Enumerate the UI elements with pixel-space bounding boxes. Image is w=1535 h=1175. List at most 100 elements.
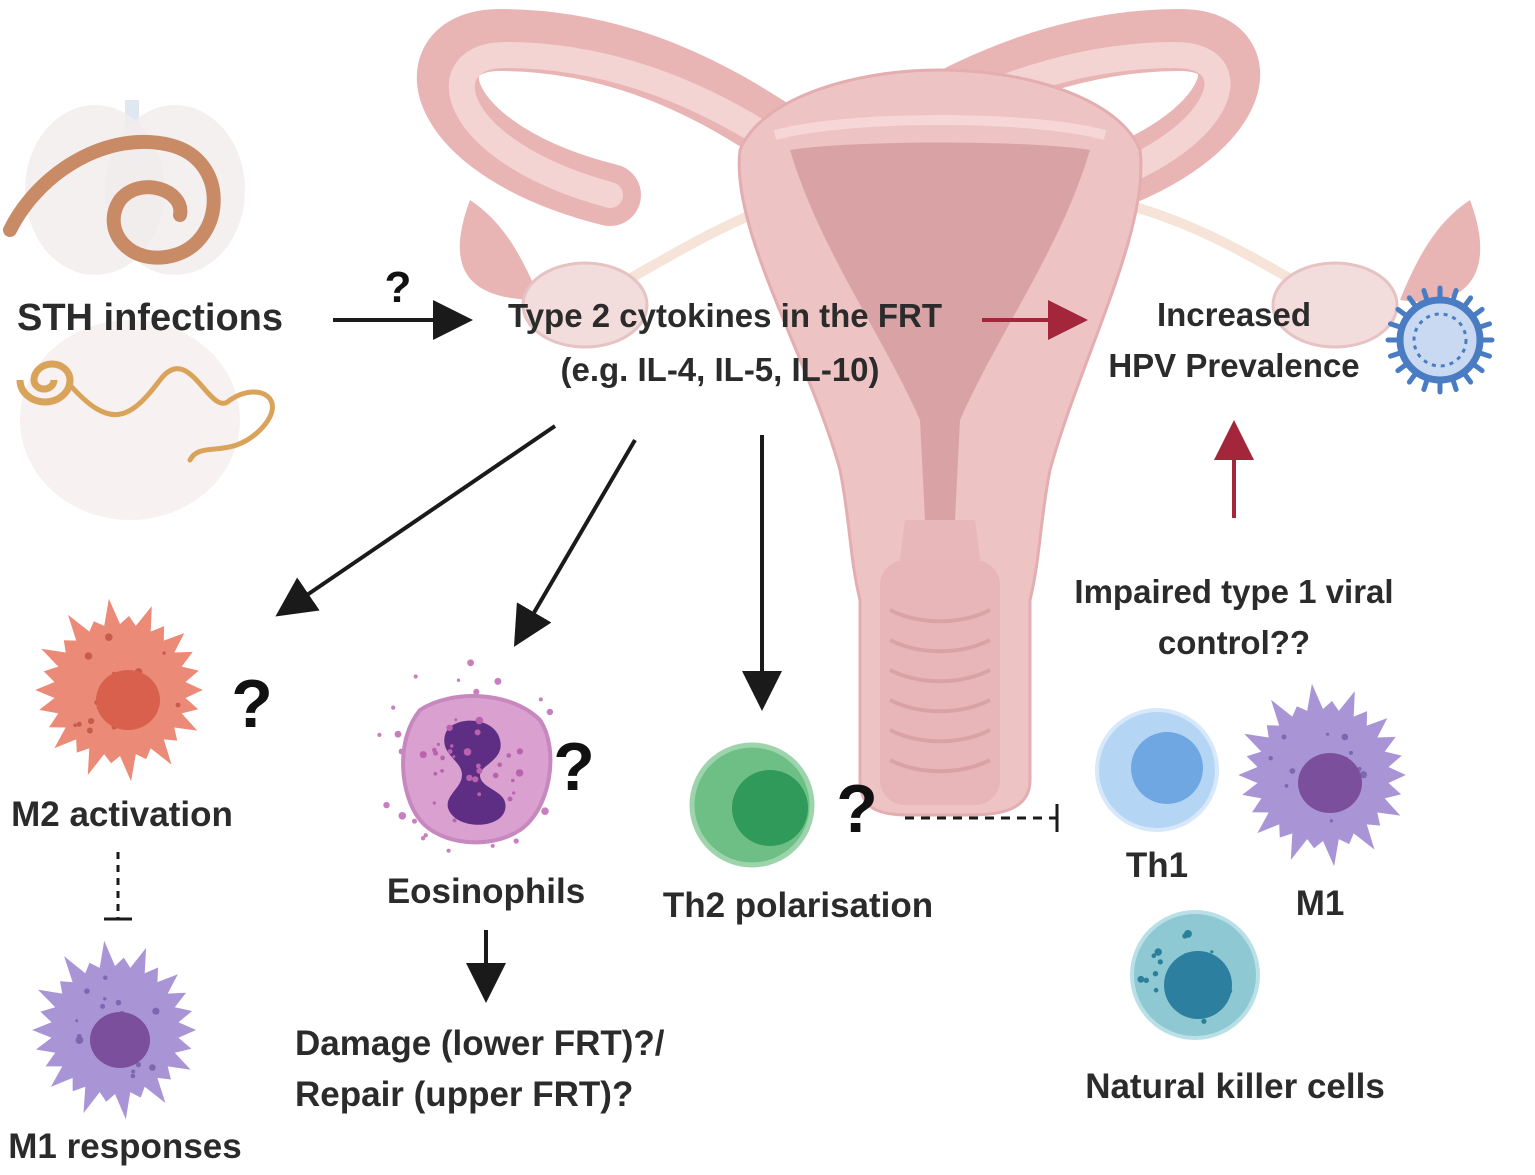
- granule-dot: [88, 718, 95, 725]
- granule-dot: [131, 1069, 136, 1074]
- granule-dot: [152, 1007, 160, 1015]
- granule-dot: [446, 724, 453, 731]
- granule-dot: [419, 751, 427, 759]
- granule-dot: [494, 677, 502, 685]
- hpv-virus-icon: [1385, 285, 1495, 395]
- granule-dot: [1281, 734, 1287, 740]
- granule-dot: [490, 843, 495, 848]
- granule-dot: [475, 716, 484, 725]
- granule-dot: [473, 688, 480, 696]
- granule-dot: [436, 742, 440, 747]
- sth-arrow-question-mark: ?: [385, 263, 412, 312]
- granule-dot: [1201, 1018, 1207, 1024]
- granule-dot: [1289, 768, 1296, 774]
- granule-dot: [1137, 975, 1145, 983]
- granule-dot: [75, 1019, 79, 1023]
- granule-dot: [1182, 933, 1188, 939]
- granule-dot: [1329, 819, 1333, 823]
- granule-dot: [456, 678, 461, 682]
- granule-dot: [1153, 987, 1159, 993]
- granule-dot: [1326, 732, 1330, 736]
- granule-dot: [477, 792, 482, 797]
- granule-dot: [391, 705, 396, 710]
- granule-dot: [75, 1036, 84, 1044]
- granule-dot: [472, 776, 479, 783]
- granule-dot: [420, 836, 426, 841]
- granule-dot: [450, 744, 454, 748]
- type2-cytokines-title: Type 2 cytokines in the FRT: [508, 297, 942, 334]
- granule-dot: [452, 755, 456, 759]
- damage-repair-line1: Damage (lower FRT)?/: [295, 1024, 665, 1063]
- sth-infections-label: STH infections: [17, 297, 283, 339]
- m1-macrophage-icon-right: [1238, 683, 1406, 867]
- granule-dot: [103, 997, 107, 1001]
- granule-dot: [1154, 948, 1162, 956]
- granule-dot: [512, 791, 516, 795]
- granule-dot: [1151, 953, 1157, 958]
- type2-cytokines-examples: (e.g. IL-4, IL-5, IL-10): [560, 351, 879, 388]
- granule-dot: [440, 769, 444, 773]
- eosinophils-label: Eosinophils: [387, 872, 585, 911]
- granule-dot: [394, 730, 402, 738]
- granule-dot: [446, 848, 451, 853]
- granule-dot: [1341, 733, 1349, 741]
- granule-dot: [492, 772, 499, 779]
- arrow-cytokines-to-m2: [275, 424, 557, 617]
- m2-question-mark: ?: [231, 666, 273, 742]
- granule-dot: [432, 801, 436, 805]
- granule-dot: [497, 762, 503, 768]
- granule-dot: [105, 633, 113, 641]
- th1-label: Th1: [1126, 846, 1188, 885]
- granule-dot: [1268, 756, 1273, 761]
- granule-dot: [463, 748, 472, 756]
- uterus-illustration: [417, 8, 1481, 817]
- granule-dot: [474, 729, 481, 736]
- granule-dot: [515, 769, 524, 777]
- arrows: [104, 300, 1254, 1003]
- granule-dot: [103, 975, 108, 980]
- granule-dot: [175, 702, 181, 708]
- th2-polarisation-label: Th2 polarisation: [663, 886, 933, 925]
- nk-cells-label: Natural killer cells: [1085, 1067, 1385, 1106]
- impaired-control-line1: Impaired type 1 viral: [1074, 573, 1393, 610]
- m2-macrophage-icon: [35, 598, 203, 782]
- m1-responses-label: M1 responses: [8, 1127, 241, 1166]
- eosinophil-icon: [377, 659, 554, 853]
- m1-macrophage-icon: [32, 940, 196, 1120]
- granule-dot: [440, 755, 445, 761]
- granule-dot: [454, 718, 458, 722]
- granule-dot: [516, 748, 524, 755]
- granule-dot: [149, 1064, 156, 1071]
- granule-dot: [476, 763, 481, 769]
- th1-cell-icon: [1095, 708, 1219, 832]
- granule-dot: [135, 1062, 141, 1068]
- granule-dot: [413, 674, 418, 679]
- granule-dot: [433, 771, 438, 776]
- granule-dot: [162, 651, 166, 655]
- th2-cell-icon: [689, 742, 815, 868]
- granule-dot: [377, 732, 382, 738]
- granule-dot: [546, 708, 554, 716]
- granule-dot: [73, 723, 77, 727]
- granule-dot: [433, 750, 439, 756]
- m1-label: M1: [1296, 884, 1345, 923]
- hpv-label-line1: Increased: [1157, 296, 1311, 333]
- granule-dot: [423, 833, 428, 838]
- granule-dot: [467, 659, 474, 667]
- granule-dot: [466, 774, 473, 782]
- granule-dot: [100, 1003, 106, 1009]
- granule-dot: [1210, 950, 1214, 954]
- helminth-worms-icon: [3, 100, 275, 520]
- granule-dot: [1143, 977, 1150, 983]
- impaired-control-line2: control??: [1158, 624, 1310, 661]
- granule-dot: [1359, 771, 1367, 779]
- granule-dot: [1349, 750, 1353, 755]
- granule-dot: [452, 818, 457, 823]
- granule-dot: [84, 652, 93, 660]
- m2-activation-label: M2 activation: [11, 795, 233, 834]
- granule-dot: [507, 796, 513, 802]
- granule-dot: [1152, 971, 1159, 977]
- granule-dot: [115, 999, 122, 1006]
- granule-dot: [412, 818, 417, 824]
